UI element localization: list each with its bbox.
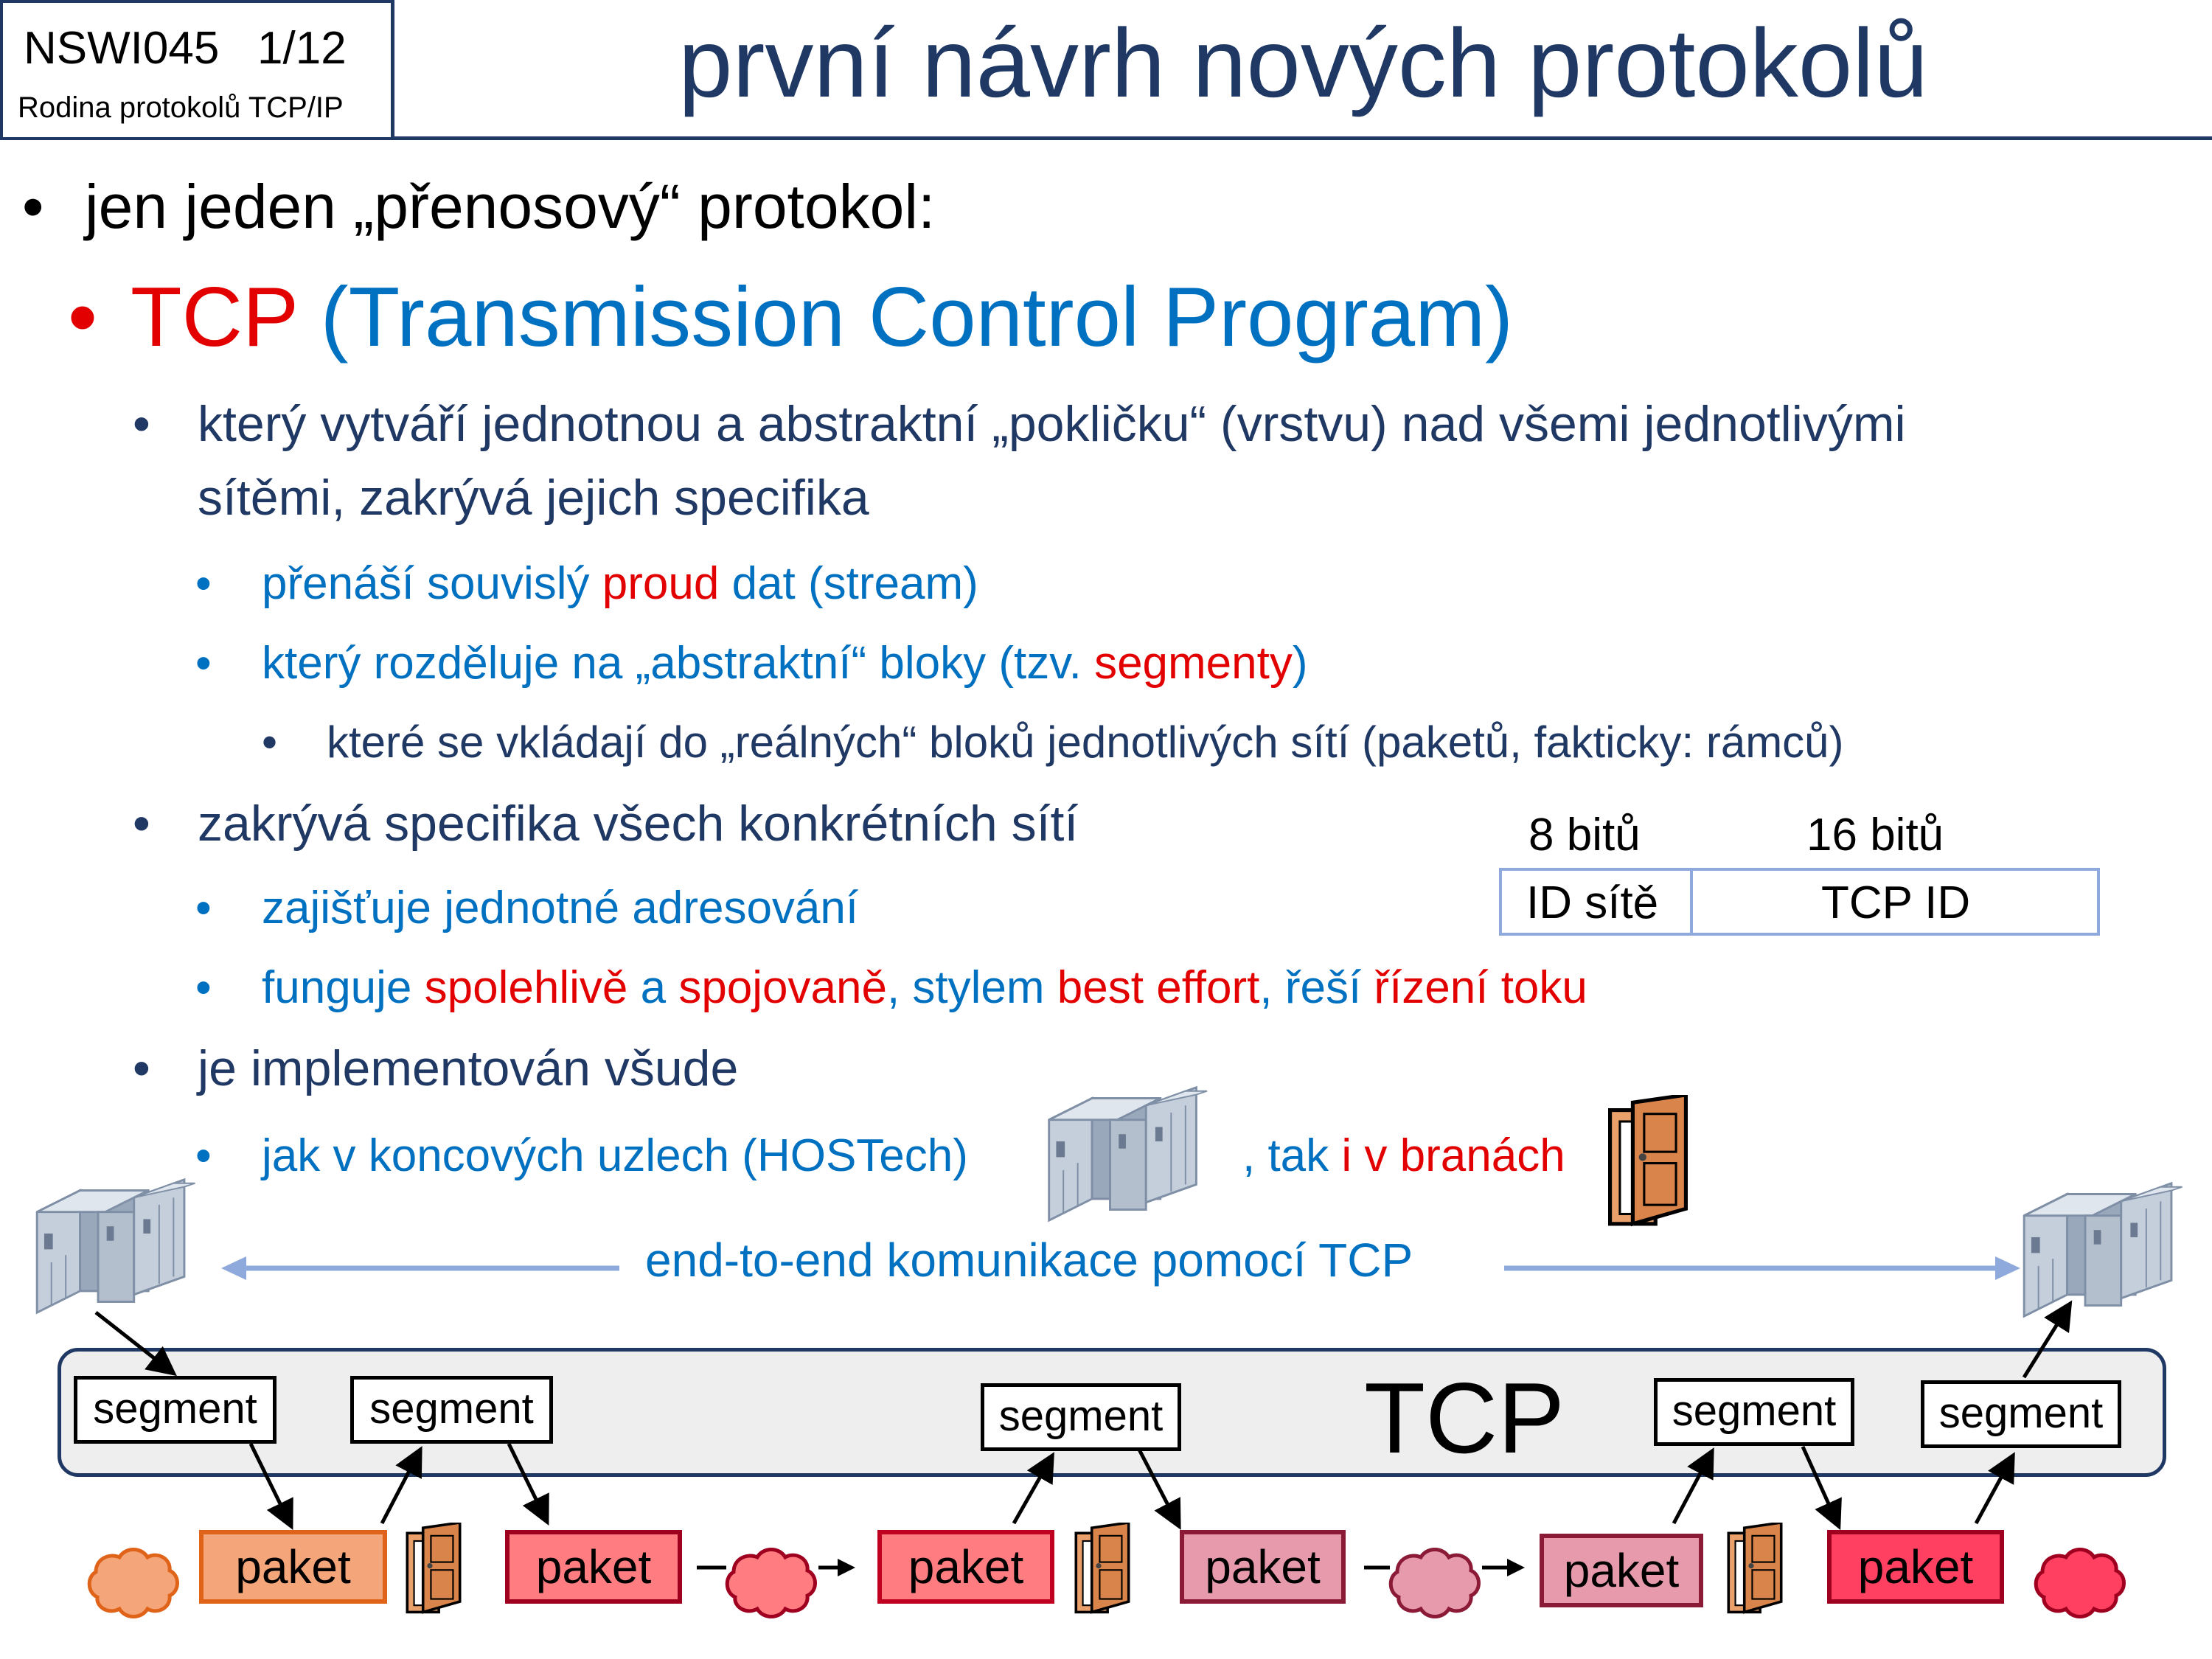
l3b-red: segmenty <box>1094 638 1293 689</box>
l3b-post: ) <box>1292 638 1308 689</box>
l3c-text: zajišťuje jednotné adresování <box>262 883 859 933</box>
l3f-1: , tak <box>1242 1130 1342 1181</box>
addr-col2-header: 16 bitů <box>1806 810 1944 860</box>
packet-box: paket <box>505 1530 682 1604</box>
address-table <box>1499 868 2100 936</box>
l3b-pre: který rozděluje na „abstraktní“ bloky (t… <box>262 638 1095 689</box>
l3d-7: , řeší <box>1259 962 1374 1013</box>
l3d-5: , stylem <box>886 962 1057 1013</box>
l3f-2: i v branách <box>1341 1130 1565 1181</box>
addr-col1-header: 8 bitů <box>1528 810 1641 860</box>
l2b-text: zakrývá specifika všech konkrétních sítí <box>198 796 1079 852</box>
network-clouds <box>87 1548 2126 1618</box>
course-code-line: NSWI045 1/12 <box>24 22 347 74</box>
l3d-6: best effort <box>1057 962 1260 1013</box>
cloud-icon <box>2034 1548 2126 1618</box>
packet-box: paket <box>199 1530 387 1604</box>
course-info-box: NSWI045 1/12 Rodina protokolů TCP/IP <box>0 0 394 140</box>
l3e-text: jak v koncových uzlech (HOSTech) <box>262 1130 968 1181</box>
flow-arrows <box>94 1300 2073 1531</box>
cloud-icon <box>725 1548 817 1618</box>
addr-col1-value: ID sítě <box>1526 877 1659 928</box>
l3d-3: a <box>627 962 679 1013</box>
slide-header <box>0 0 2212 140</box>
address-table-divider <box>1690 868 1693 936</box>
left-host-icon <box>35 1178 197 1314</box>
l3a-post: dat (stream) <box>719 558 978 609</box>
l3d-8: řízení toku <box>1374 962 1587 1013</box>
packet-box: paket <box>1827 1530 2004 1604</box>
l4a-text: které se vkládají do „reálných“ bloků je… <box>327 717 1844 767</box>
gateway-text: , tak i v branách <box>1242 1130 1565 1182</box>
l3a-red: proud <box>602 558 720 609</box>
l3d-4: spojovaně <box>678 962 887 1013</box>
l3d-2: spolehlivě <box>424 962 628 1013</box>
segment-box: segment <box>350 1376 553 1444</box>
course-name: Rodina protokolů TCP/IP <box>18 91 344 124</box>
bullet-l1-text: jen jeden „přenosový“ protokol: <box>85 172 936 241</box>
bullet-l2a-line1: který vytváří jednotnou a abstraktní „po… <box>198 396 1906 452</box>
segment-box: segment <box>74 1376 276 1444</box>
l2c-text: je implementován všude <box>198 1040 739 1096</box>
course-code: NSWI045 <box>24 23 220 74</box>
segment-box: segment <box>981 1383 1181 1451</box>
packet-box: paket <box>1540 1534 1703 1607</box>
end-to-end-label: end-to-end komunikace pomocí TCP <box>645 1234 1413 1287</box>
page-title: první návrh nových protokolů <box>678 9 1928 117</box>
l3a-pre: přenáší souvislý <box>262 558 602 609</box>
cloud-icon <box>87 1548 179 1618</box>
tcp-label: TCP <box>131 271 297 364</box>
addr-col2-value: TCP ID <box>1821 877 1971 928</box>
door-icon <box>1604 1095 1692 1228</box>
end-to-end-arrow <box>221 1256 2020 1280</box>
tcp-expansion: (Transmission Control Program) <box>320 271 1514 364</box>
host-icon <box>1048 1086 1208 1222</box>
packet-box: paket <box>1180 1530 1346 1604</box>
tcp-layer-label: TCP <box>1364 1362 1565 1474</box>
l3d-1: funguje <box>262 962 425 1013</box>
bullet-l2a-line2: sítěmi, zakrývá jejich specifika <box>198 470 869 526</box>
cloud-icon <box>1388 1548 1481 1618</box>
segment-box: segment <box>1921 1380 2121 1448</box>
segment-box: segment <box>1654 1378 1854 1446</box>
slide-number: 1/12 <box>257 23 347 74</box>
packet-box: paket <box>877 1530 1054 1604</box>
